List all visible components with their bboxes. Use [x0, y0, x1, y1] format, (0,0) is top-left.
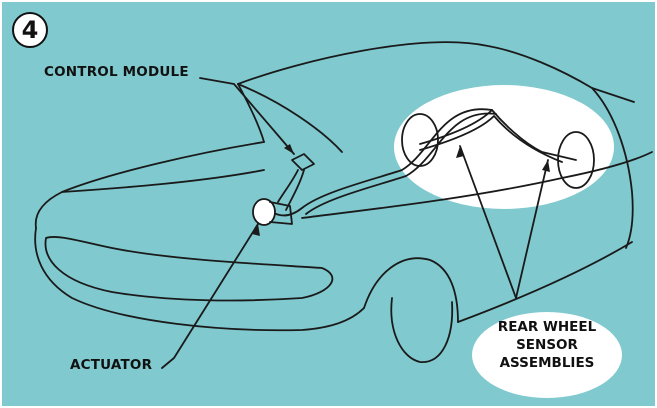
control-module-leader — [199, 77, 295, 155]
actuator-shape — [252, 198, 276, 226]
actuator-label: ACTUATOR — [70, 357, 153, 373]
actuator-body — [269, 201, 293, 225]
car-grille — [44, 236, 334, 302]
sensor-label-line-1: REAR WHEEL — [497, 319, 597, 335]
control-module-arrowhead — [284, 144, 294, 154]
control-module-shape — [291, 153, 315, 171]
control-module-wires — [277, 169, 305, 211]
sensor-callout-bubble — [472, 312, 622, 398]
sensor-leader-right — [515, 159, 549, 299]
actuator-leader — [161, 223, 259, 369]
rear-wheel-sensor-label: REAR WHEEL SENSOR ASSEMBLIES — [472, 318, 622, 372]
car-hood — [34, 141, 265, 229]
car-windshield — [237, 83, 343, 153]
car-front-fender — [363, 257, 459, 323]
sensor-label-line-3: ASSEMBLIES — [499, 355, 595, 371]
car-side-line — [301, 151, 653, 219]
car-body-lower — [457, 241, 633, 323]
car-front-bumper — [34, 227, 365, 332]
sensor-leader-left — [459, 145, 517, 299]
harness-line-2 — [305, 112, 497, 215]
actuator-arrowhead — [252, 224, 260, 236]
car-roof-line — [237, 41, 635, 103]
rear-axle-line-2 — [419, 115, 563, 163]
car-rear-fender — [591, 87, 634, 249]
sensor-label-line-2: SENSOR — [516, 337, 578, 353]
car-front-wheel — [390, 297, 454, 363]
sensor-arrowhead-left — [456, 146, 464, 158]
step-number-badge: 4 — [12, 12, 48, 48]
control-module-label: CONTROL MODULE — [44, 64, 189, 80]
car-cowl — [61, 169, 265, 193]
car-rear-window — [237, 83, 265, 143]
sensor-arrowhead-right — [542, 160, 550, 172]
